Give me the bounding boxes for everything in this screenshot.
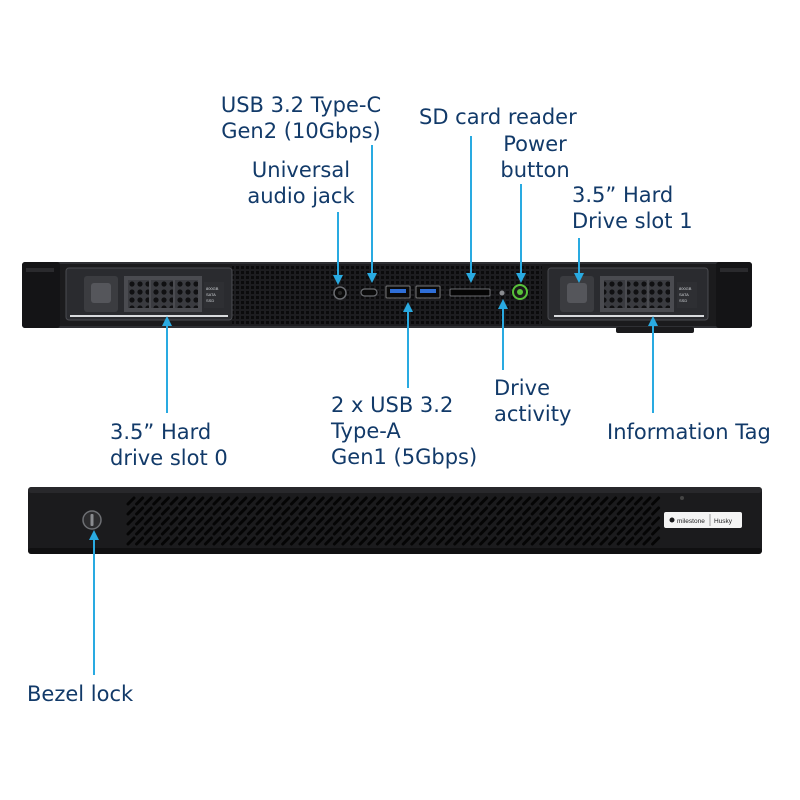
bezel-lock-leader xyxy=(89,530,99,675)
drive-activity-led xyxy=(499,290,505,296)
sd-card-reader-label: SD card reader xyxy=(419,105,577,129)
information-tag xyxy=(616,327,694,333)
svg-text:SATA: SATA xyxy=(679,292,689,297)
svg-text:SSD: SSD xyxy=(206,298,214,303)
drive-activity-leader xyxy=(498,299,508,370)
svg-text:SATA: SATA xyxy=(206,292,216,297)
hard-drive-slot-1-label: 3.5” Hard Drive slot 1 xyxy=(572,183,693,233)
rack-ear-left xyxy=(22,262,60,328)
drive-tray-0: 800GB SATA SSD xyxy=(65,267,233,321)
svg-text:SSD: SSD xyxy=(679,298,687,303)
power-button-leader xyxy=(516,184,526,283)
bezel-badge xyxy=(664,512,742,528)
usb-type-a-label: 2 x USB 3.2 Type-A Gen1 (5Gbps) xyxy=(331,393,478,469)
universal-audio-jack-label: Universal audio jack xyxy=(247,158,355,208)
drive-slot-1-leader xyxy=(574,238,584,283)
drive-slot-0-leader xyxy=(162,316,172,413)
tray-0-release-button xyxy=(91,283,111,303)
power-button-label: Power button xyxy=(500,132,570,182)
usb-c-port xyxy=(360,288,378,297)
bezel-lock-label: Bezel lock xyxy=(27,682,134,706)
usb-type-c-label: USB 3.2 Type-C Gen2 (10Gbps) xyxy=(220,93,382,143)
rack-ear-right xyxy=(716,262,752,328)
hard-drive-slot-0-label: 3.5” Hard drive slot 0 xyxy=(110,420,228,470)
sd-card-slot xyxy=(449,288,491,297)
bezel-vent-slots xyxy=(126,496,661,546)
drive-activity-label: Drive activity xyxy=(494,376,572,426)
drive-tray-1: 800GB SATA SSD xyxy=(547,267,709,321)
info-tag-leader xyxy=(648,316,658,413)
information-tag-label: Information Tag xyxy=(607,420,771,444)
usb-a-leader xyxy=(403,302,413,388)
tray-1-release-button xyxy=(567,283,587,303)
audio-jack-leader xyxy=(333,212,343,285)
svg-text:800GB: 800GB xyxy=(206,286,219,291)
svg-text:800GB: 800GB xyxy=(679,286,692,291)
usb-c-leader xyxy=(367,145,377,283)
svg-text:milestone: milestone xyxy=(677,518,705,525)
svg-text:Husky: Husky xyxy=(714,518,733,525)
sd-card-leader xyxy=(466,136,476,283)
